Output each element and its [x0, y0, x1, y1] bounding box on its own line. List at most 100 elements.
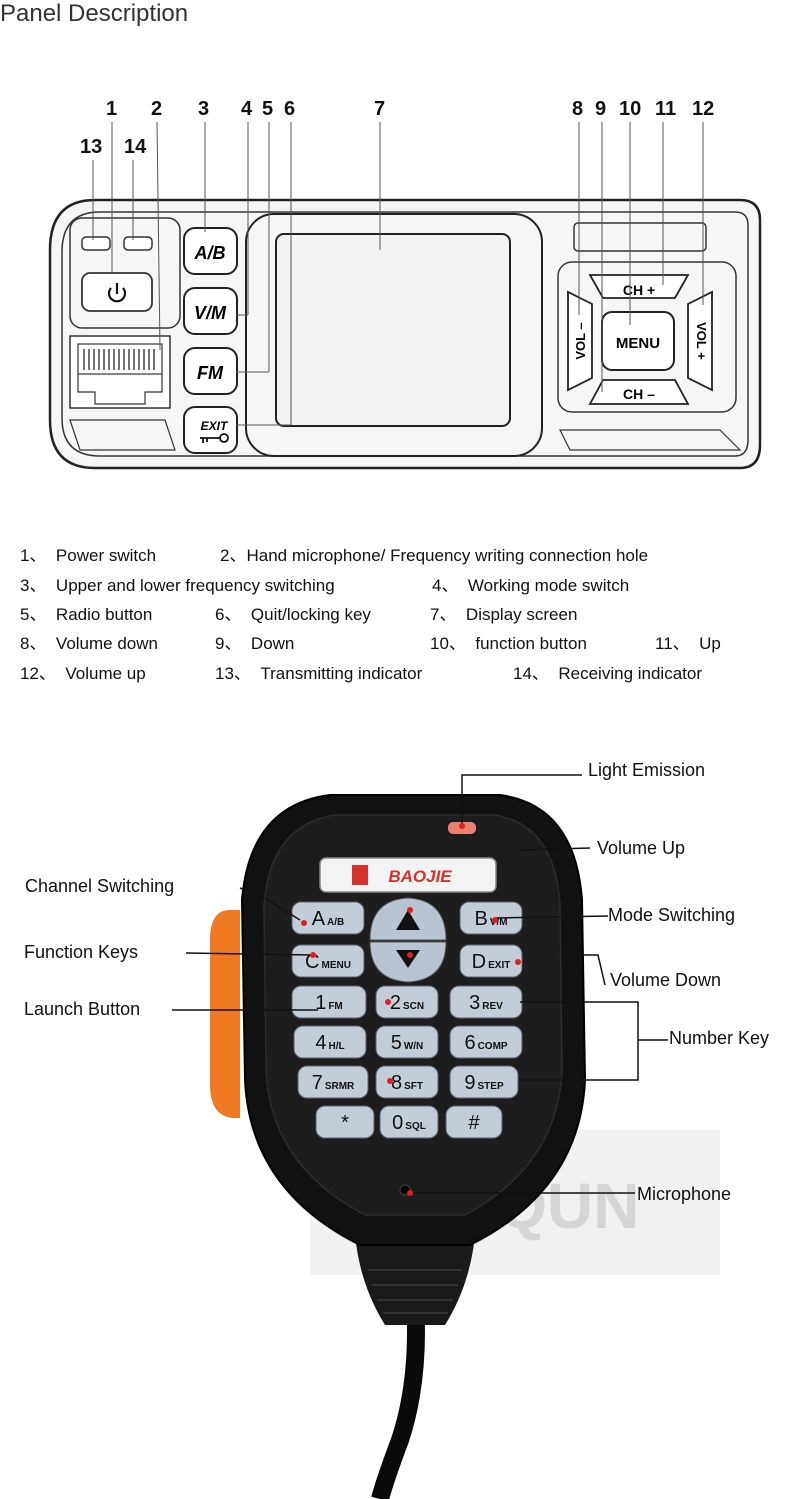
callout-number-11: 11 [655, 98, 677, 120]
legend-item-5: 5、 Radio button [20, 605, 153, 624]
callout-number-4: 4 [241, 98, 253, 120]
ch-down-label: CH – [623, 386, 655, 402]
display-bezel [245, 213, 543, 457]
mic-key-hash[interactable]: # [445, 1105, 503, 1139]
page-title: Panel Description [0, 0, 189, 27]
receive-indicator [123, 236, 153, 251]
vol-down-label: VOL – [573, 322, 588, 359]
legend-item-12: 12、 Volume up [20, 664, 146, 683]
callout-launch-button: Launch Button [24, 999, 141, 1019]
highlight-dots [301, 823, 521, 1196]
callout-mode-switching: Mode Switching [608, 905, 736, 925]
launch-button[interactable] [210, 910, 240, 1118]
callout-number-14: 14 [124, 136, 147, 158]
legend-item-2: 2、Hand microphone/ Frequency writing con… [220, 546, 649, 565]
legend-item-7: 7、 Display screen [430, 605, 578, 624]
radio-panel-diagram: A/B V/M FM EXIT CH + CH – MENU VOL – VOL… [48, 121, 762, 470]
hand-microphone-diagram: SHIQUN BAOJIE AA/BBV/MCMENUDEXIT1FM2SCN3… [172, 774, 720, 1499]
callout-number-13: 13 [80, 136, 103, 158]
display-screen [275, 233, 511, 427]
panel-leader-lines [92, 121, 704, 426]
callout-number-7: 7 [374, 98, 386, 120]
callout-number-8: 8 [572, 98, 584, 120]
vm-button-label: V/M [194, 303, 227, 323]
power-icon [107, 283, 127, 303]
vol-up-button[interactable] [687, 290, 713, 392]
legend-item-14: 14、 Receiving indicator [513, 664, 703, 683]
callout-number-2: 2 [151, 98, 163, 120]
callout-number-10: 10 [619, 98, 642, 120]
vm-button[interactable] [183, 287, 238, 335]
callout-volume-up: Volume Up [597, 838, 686, 858]
legend-item-4: 4、 Working mode switch [432, 576, 630, 595]
callout-volume-down: Volume Down [610, 970, 722, 990]
transmit-indicator [81, 236, 111, 251]
fm-button[interactable] [183, 347, 238, 395]
callout-channel-switching: Channel Switching [25, 876, 175, 896]
legend-item-13: 13、 Transmitting indicator [215, 664, 423, 683]
callout-light-emission: Light Emission [588, 760, 706, 780]
legend-item-11: 11、 Up [655, 634, 721, 653]
key-icon [200, 433, 229, 443]
legend-item-6: 6、 Quit/locking key [215, 605, 371, 624]
callout-microphone: Microphone [637, 1184, 732, 1204]
vol-up-label: VOL + [694, 322, 709, 360]
brand-name: BAOJIE [388, 867, 452, 886]
legend-item-3: 3、 Upper and lower frequency switching [20, 576, 335, 595]
callout-function-keys: Function Keys [24, 942, 139, 962]
ch-up-label: CH + [623, 282, 655, 298]
ch-down-button[interactable] [588, 379, 690, 405]
mic-cable [371, 1299, 425, 1499]
callout-number-3: 3 [198, 98, 210, 120]
legend-item-9: 9、 Down [215, 634, 295, 653]
callout-number-9: 9 [595, 98, 607, 120]
mic-leader-lines [172, 774, 668, 1194]
mic-key-star[interactable]: * [315, 1105, 375, 1139]
up-arrow-icon [396, 910, 420, 930]
fm-button-label: FM [197, 363, 224, 383]
ab-button-label: A/B [194, 243, 226, 263]
mic-key-label: # [468, 1112, 480, 1134]
callout-number-5: 5 [262, 98, 274, 120]
vol-down-button[interactable] [567, 290, 593, 392]
strain-relief [355, 1235, 475, 1325]
mic-key-label: * [341, 1112, 349, 1134]
callout-number-12: 12 [692, 98, 715, 120]
callout-number-key: Number Key [669, 1028, 770, 1048]
menu-label: MENU [616, 335, 660, 352]
mic-jack-port [69, 335, 171, 409]
legend-item-10: 10、 function button [430, 634, 587, 653]
callout-number-1: 1 [106, 98, 118, 120]
legend-item-1: 1、 Power switch [20, 546, 157, 565]
ab-button[interactable] [183, 227, 238, 275]
down-arrow-icon [396, 950, 420, 968]
legend-item-8: 8、 Volume down [20, 634, 158, 653]
